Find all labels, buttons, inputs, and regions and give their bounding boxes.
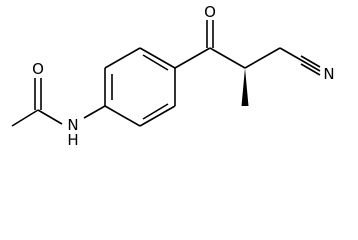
bond-ring-ketone (174, 47, 211, 69)
ring-bond-3 (139, 47, 176, 69)
bond-methylene-nitrile (279, 47, 302, 61)
ring-bond-5 (139, 105, 176, 127)
bond-ketone-stereocenter (209, 47, 246, 69)
acetyl-oxygen-label: O (32, 60, 44, 78)
bond-nitrile-triple-3 (300, 63, 321, 76)
nitrile-nitrogen-label: N (323, 65, 334, 83)
amide-hydrogen-label: H (67, 131, 78, 148)
methyl-wedge-bond (241, 68, 249, 106)
ring-bond-2 (104, 47, 141, 69)
bond-carbonyl-nitrogen (37, 109, 63, 125)
bond-nitrogen-ring (83, 105, 106, 119)
bond-nitrile-triple-2 (300, 59, 321, 72)
bond-stereocenter-methylene (244, 47, 281, 69)
bond-nitrile-triple-1 (300, 55, 321, 68)
ring-bond-6 (104, 105, 141, 127)
ring-inner-bond-3 (142, 103, 169, 120)
structural-formula: O N H O N (0, 0, 358, 148)
canvas-background (0, 0, 358, 148)
ring-inner-bond-2 (142, 54, 169, 71)
bond-methyl-carbonyl (11, 109, 39, 127)
ketone-oxygen-label: O (204, 3, 216, 21)
amide-nitrogen-label: N (67, 116, 78, 134)
